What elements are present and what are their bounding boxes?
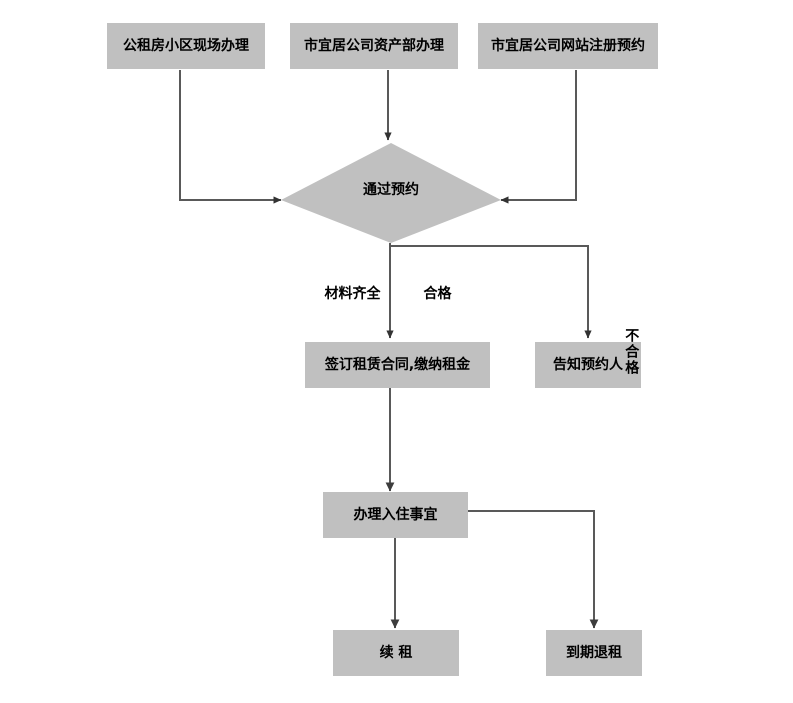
node-end-lease-label: 到期退租 [566,644,622,661]
edge-label-materials-complete: 材料齐全 [305,268,381,321]
node-notify-applicant[interactable]: 告知预约人 [535,342,641,388]
node-sign-contract-label: 签订租赁合同,缴纳租金 [324,356,471,373]
edge-label-qualified: 合格 [404,268,452,321]
node-renew-lease[interactable]: 续 租 [333,630,459,676]
node-end-lease[interactable]: 到期退租 [546,630,642,676]
edge-label-qualified-text: 合格 [423,285,452,302]
node-move-in[interactable]: 办理入住事宜 [323,492,468,538]
node-entry-onsite[interactable]: 公租房小区现场办理 [107,23,265,69]
decision-diamond-shape [281,143,501,243]
node-move-in-label: 办理入住事宜 [353,506,438,523]
node-entry-website[interactable]: 市宜居公司网站注册预约 [478,23,658,69]
edge-movein-to-endlease [468,510,599,629]
edge-website-to-decision [500,70,577,204]
node-entry-website-label: 市宜居公司网站注册预约 [491,37,645,54]
node-entry-asset-dept-label: 市宜居公司资产部办理 [304,37,444,54]
node-notify-applicant-label: 告知预约人 [553,356,623,373]
edge-label-not-qualified-text: 不合格 [623,328,640,376]
node-entry-asset-dept[interactable]: 市宜居公司资产部办理 [290,23,458,69]
node-entry-onsite-label: 公租房小区现场办理 [123,37,249,54]
edge-decision-to-notify [390,245,592,339]
node-renew-lease-label: 续 租 [379,644,413,661]
edge-label-materials-complete-text: 材料齐全 [324,285,381,302]
edge-onsite-to-decision [179,70,282,204]
edge-label-not-qualified: 不合格 [607,256,655,376]
node-sign-contract[interactable]: 签订租赁合同,缴纳租金 [305,342,490,388]
